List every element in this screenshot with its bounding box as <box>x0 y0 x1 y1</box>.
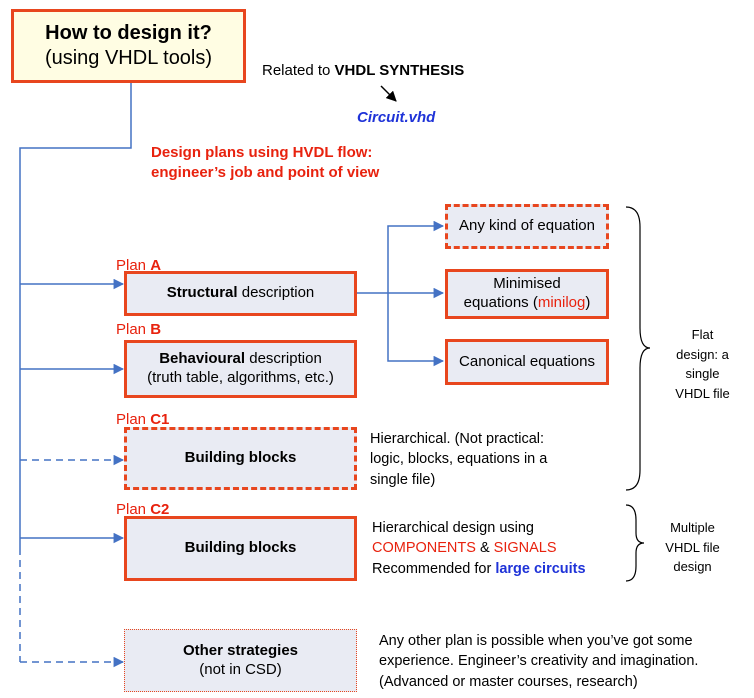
title-line1: How to design it? <box>45 22 212 44</box>
trunk-line <box>19 83 132 548</box>
building-blocks-c1-box: Building blocks <box>124 427 357 490</box>
plan-c2-label: Plan C2 <box>116 501 170 518</box>
other-strategies-box: Other strategies (not in CSD) <box>124 629 357 692</box>
flat-design-label: Flat design: a single VHDL file <box>675 327 730 401</box>
multiple-design-label: Multiple VHDL file design <box>665 520 720 574</box>
canonical-equations-box: Canonical equations <box>445 339 609 385</box>
flat-design-brace <box>625 206 651 491</box>
title-line2: (using VHDL tools) <box>44 47 213 69</box>
title-box: How to design it? (using VHDL tools) <box>11 9 246 83</box>
arrow-to-file <box>380 85 397 102</box>
related-text: Related to VHDL SYNTHESIS <box>262 62 465 79</box>
minimised-equations-box: Minimised equations (minilog) <box>445 269 609 319</box>
arrow-to-any-equation <box>387 220 445 293</box>
multiple-design-brace <box>625 504 645 582</box>
structural-description-box: Structural description <box>124 271 357 316</box>
plan-c2-note: Hierarchical design using COMPONENTS & S… <box>372 520 586 577</box>
file-name: Circuit.vhd <box>357 109 436 126</box>
plan-b-label: Plan B <box>116 321 162 338</box>
any-equation-box: Any kind of equation <box>445 204 609 249</box>
behavioural-description-box: Behavioural description (truth table, al… <box>124 340 357 398</box>
other-note: Any other plan is possible when you’ve g… <box>379 633 699 690</box>
building-blocks-c2-box: Building blocks <box>124 516 357 581</box>
plan-c1-label: Plan C1 <box>116 411 170 428</box>
plan-c1-note: Hierarchical. (Not practical: logic, blo… <box>370 431 548 488</box>
plan-a-label: Plan A <box>116 257 162 274</box>
plans-heading: Design plans using HVDL flow: engineer’s… <box>151 144 380 182</box>
arrow-to-canonical <box>387 293 445 367</box>
